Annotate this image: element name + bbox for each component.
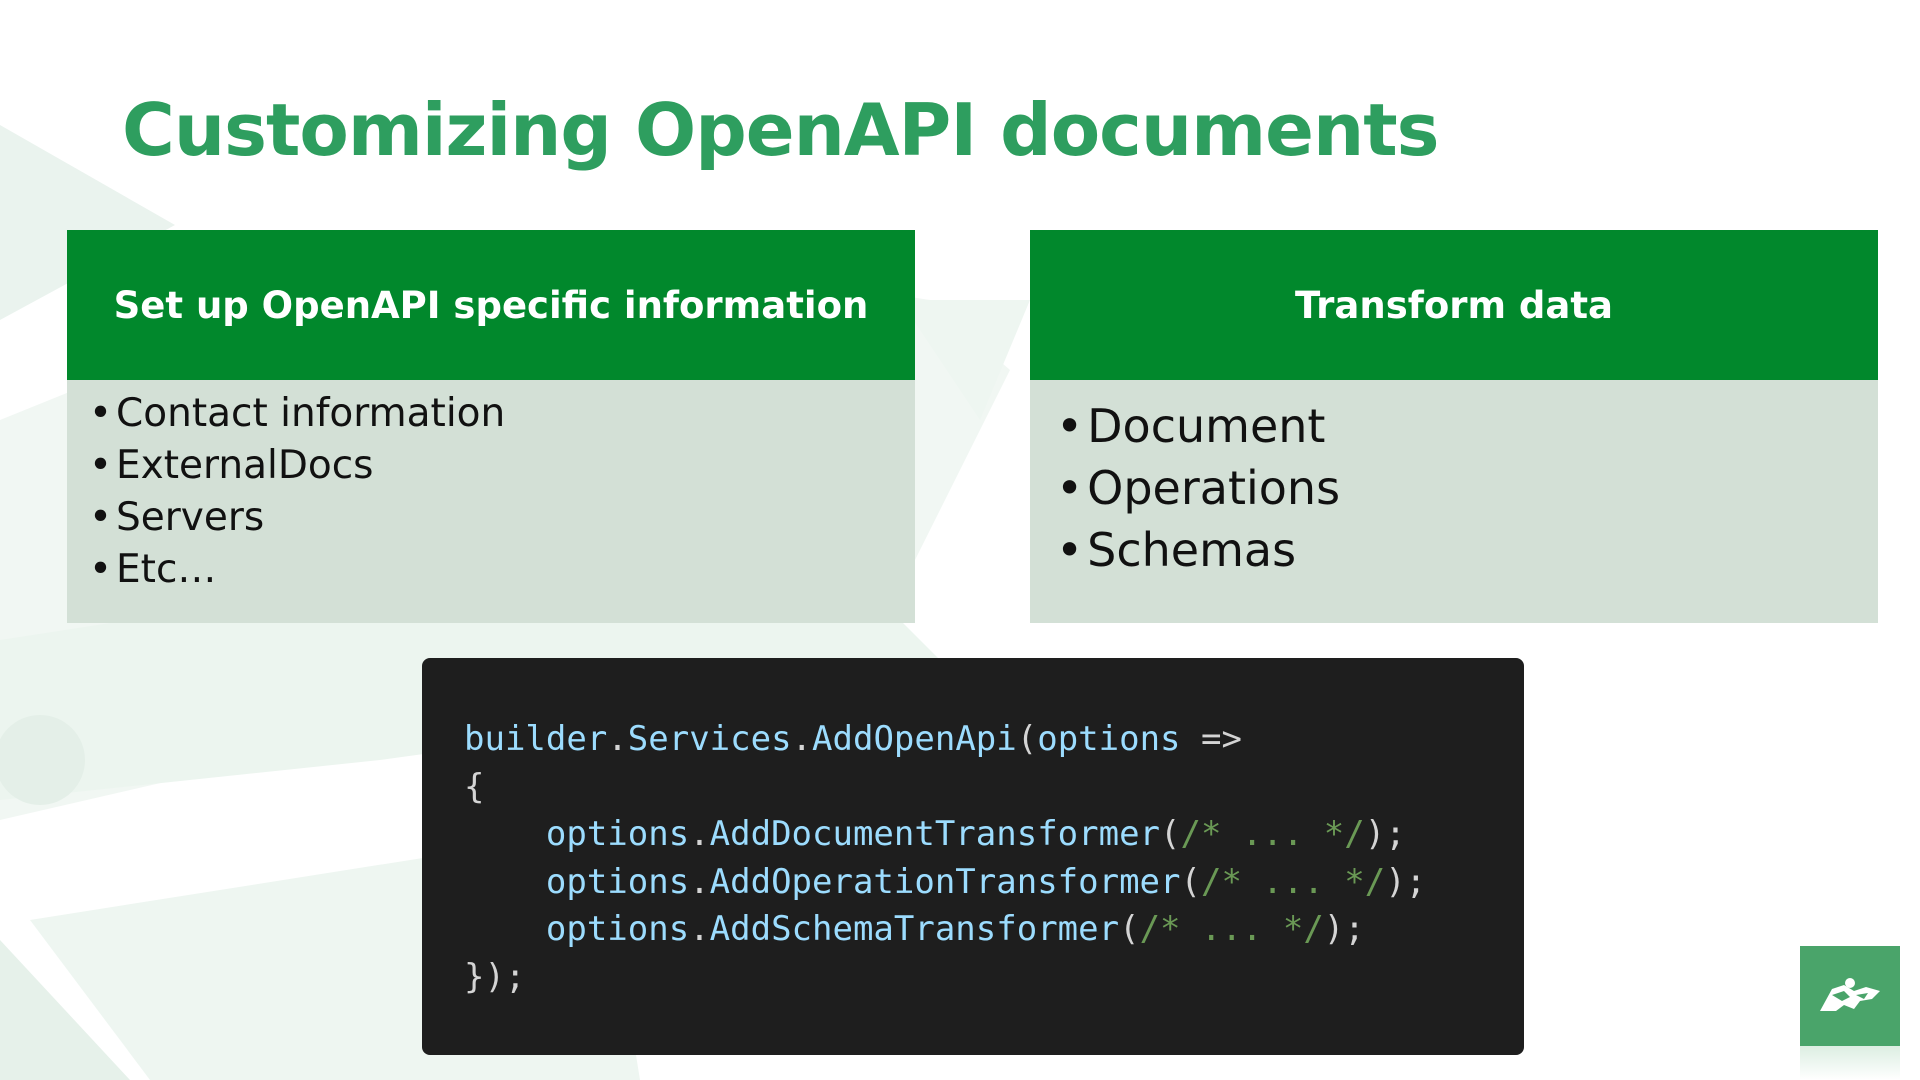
- list-item-label: Etc…: [116, 547, 217, 592]
- code-token: );: [1385, 861, 1427, 902]
- code-token: );: [1323, 909, 1365, 949]
- list-item: •Schemas: [1056, 519, 1878, 581]
- bullet-icon: •: [1056, 523, 1084, 577]
- code-snippet: builder.Services.AddOpenApi(options =>{ …: [422, 658, 1524, 1055]
- list-item-label: Operations: [1087, 461, 1341, 515]
- bullet-icon: •: [89, 547, 113, 592]
- code-line: options.AddSchemaTransformer(/* ... */);: [464, 906, 1524, 954]
- transform-data-list: •Document •Operations •Schemas: [1056, 395, 1878, 581]
- setup-info-card-body: •Contact information •ExternalDocs •Serv…: [67, 380, 915, 623]
- code-token: [464, 814, 546, 854]
- code-token: AddSchemaTransformer: [709, 909, 1120, 949]
- code-token: /* ... */: [1200, 861, 1386, 902]
- code-line: {: [464, 764, 1524, 812]
- list-item-label: ExternalDocs: [116, 443, 374, 488]
- code-token: options: [1037, 719, 1181, 759]
- list-item-label: Servers: [116, 495, 265, 540]
- list-item: •Etc…: [89, 544, 915, 596]
- list-item: •Servers: [89, 492, 915, 544]
- list-item-label: Contact information: [116, 391, 506, 436]
- bullet-icon: •: [1056, 461, 1084, 515]
- list-item-label: Schemas: [1087, 523, 1297, 577]
- code-token: options: [545, 814, 690, 854]
- code-token: Services: [627, 719, 792, 759]
- code-token: (: [1180, 861, 1201, 902]
- code-line: builder.Services.AddOpenApi(options =>: [464, 716, 1524, 764]
- list-item: •ExternalDocs: [89, 440, 915, 492]
- code-token: );: [1364, 814, 1406, 854]
- code-token: builder: [464, 719, 608, 759]
- code-token: =>: [1180, 719, 1242, 759]
- code-token: .: [689, 861, 710, 902]
- code-token: [464, 909, 546, 949]
- transform-data-card-body: •Document •Operations •Schemas: [1030, 380, 1878, 623]
- list-item: •Document: [1056, 395, 1878, 457]
- code-line: options.AddDocumentTransformer(/* ... */…: [464, 811, 1524, 859]
- code-token: /* ... */: [1180, 814, 1365, 854]
- code-token: options: [545, 861, 690, 902]
- bullet-icon: •: [89, 443, 113, 488]
- code-token: });: [464, 956, 526, 997]
- bullet-icon: •: [89, 495, 113, 540]
- code-token: AddOpenApi: [812, 719, 1017, 759]
- slide-title: Customizing OpenAPI documents: [122, 88, 1439, 172]
- code-token: (: [1016, 719, 1038, 759]
- code-token: /* ... */: [1139, 909, 1324, 949]
- code-token: AddDocumentTransformer: [709, 814, 1161, 854]
- list-item: •Operations: [1056, 457, 1878, 519]
- bullet-icon: •: [1056, 399, 1084, 453]
- code-token: [464, 862, 546, 902]
- code-token: {: [464, 766, 485, 807]
- code-token: AddOperationTransformer: [709, 861, 1181, 902]
- code-token: (: [1160, 814, 1181, 854]
- code-token: options: [545, 909, 690, 949]
- list-item-label: Document: [1087, 399, 1326, 453]
- code-line: });: [464, 954, 1524, 1002]
- setup-info-card-header: Set up OpenAPI specific information: [67, 230, 915, 380]
- logo-reflection: [1800, 1046, 1900, 1080]
- code-token: .: [607, 719, 628, 759]
- setup-info-card: Set up OpenAPI specific information •Con…: [67, 230, 915, 623]
- setup-info-list: •Contact information •ExternalDocs •Serv…: [89, 388, 915, 596]
- code-token: .: [791, 719, 813, 759]
- code-token: .: [689, 909, 710, 949]
- list-item: •Contact information: [89, 388, 915, 440]
- code-token: (: [1119, 909, 1140, 949]
- code-line: options.AddOperationTransformer(/* ... *…: [464, 859, 1524, 907]
- code-token: .: [689, 814, 710, 854]
- runner-logo-icon: [1800, 946, 1900, 1046]
- bullet-icon: •: [89, 391, 113, 436]
- transform-data-card-header: Transform data: [1030, 230, 1878, 380]
- transform-data-card: Transform data •Document •Operations •Sc…: [1030, 230, 1878, 623]
